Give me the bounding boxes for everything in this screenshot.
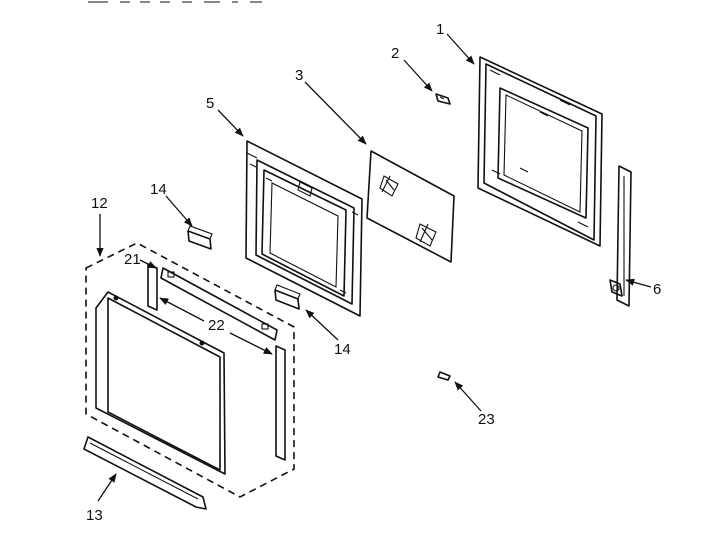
part-22-side-rail-right [275, 345, 286, 461]
callout-2: 2 [391, 45, 399, 62]
callout-3: 3 [295, 67, 303, 84]
callout-23: 23 [478, 411, 495, 428]
part-1-outer-door-panel [477, 56, 603, 247]
door-outer-face [95, 291, 226, 475]
callout-6: 6 [653, 281, 661, 298]
leader-lines [96, 33, 652, 502]
part-6-hinge [609, 165, 632, 307]
callout-22: 22 [208, 317, 225, 334]
callout-1: 1 [436, 21, 444, 38]
part-21-top-trim [160, 267, 278, 341]
callout-21: 21 [124, 251, 141, 268]
callout-13: 13 [86, 507, 103, 524]
callout-14-upper: 14 [150, 181, 167, 198]
part-22-side-rail-left [147, 263, 158, 311]
callout-14-lower: 14 [334, 341, 351, 358]
callout-5: 5 [206, 95, 214, 112]
part-5-inner-door-panel [245, 140, 363, 317]
part-12-door-assembly-outline [85, 242, 295, 498]
part-13-door-handle [83, 436, 207, 510]
part-3-glass-panel [366, 150, 455, 263]
part-14-bracket-upper [187, 225, 213, 250]
part-14-bracket-lower [274, 284, 301, 310]
part-23-screw [437, 371, 451, 381]
part-2-clip [435, 93, 451, 105]
callout-12: 12 [91, 195, 108, 212]
